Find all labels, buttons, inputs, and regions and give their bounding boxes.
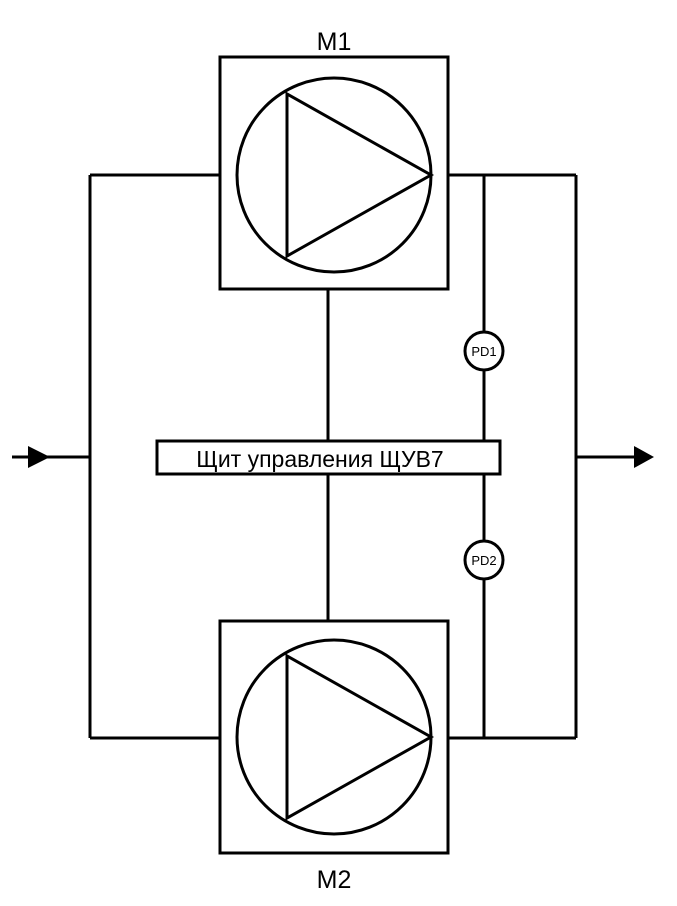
pump-m2-triangle-icon (285, 653, 435, 821)
pump-m2-label: M2 (317, 866, 352, 894)
control-panel-label: Щит управления ЩУВ7 (196, 446, 443, 472)
control-panel-box (155, 439, 502, 476)
outlet-arrow (634, 446, 654, 468)
pump-m1 (218, 55, 450, 291)
outlet-piping (448, 173, 654, 740)
pump-m2 (218, 619, 450, 855)
sensor-pd2: PD2 (463, 539, 505, 581)
sensor-pd1-icon (463, 330, 505, 372)
pump-m1-triangle-icon (285, 91, 435, 259)
sensor-pd2-icon (463, 539, 505, 581)
sensor-pd1-label: PD1 (471, 344, 496, 359)
inlet-piping (12, 173, 220, 740)
pump-m2-circle-icon (235, 638, 433, 836)
inlet-arrow (28, 446, 50, 468)
sensor-pd2-label: PD2 (471, 553, 496, 568)
pump-m1-label: M1 (317, 28, 352, 56)
control-panel: Щит управления ЩУВ7 (155, 439, 502, 476)
sensor-pd1: PD1 (463, 330, 505, 372)
pump-m1-circle-icon (235, 76, 433, 274)
